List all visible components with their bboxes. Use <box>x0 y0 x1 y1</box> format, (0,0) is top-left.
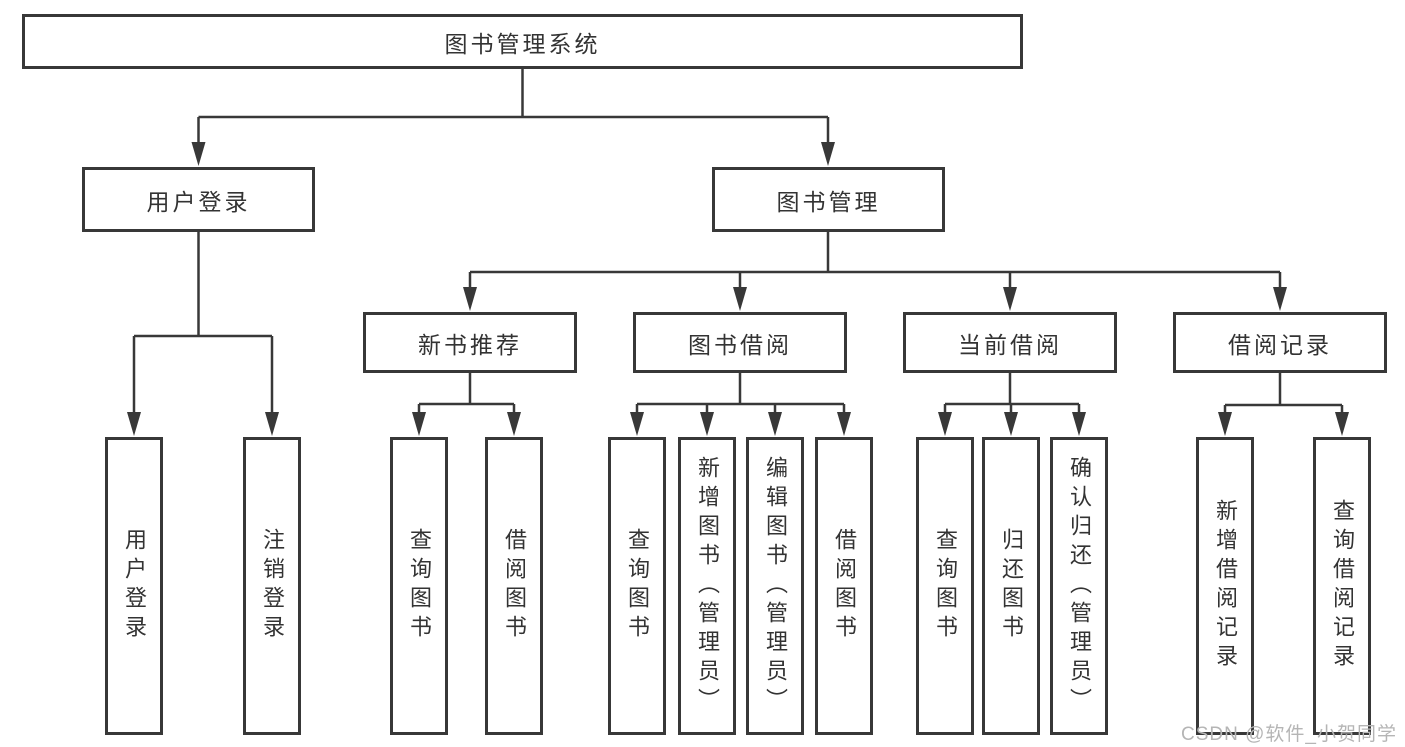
node-book-borrowing: 图书借阅 <box>633 312 847 373</box>
node-label: 查询图书 <box>625 528 650 644</box>
node-label: 新书推荐 <box>418 331 522 358</box>
leaf-borrowing-borrow-books: 借阅图书 <box>815 437 873 735</box>
node-label: 用户登录 <box>122 528 147 644</box>
node-user-login: 用户登录 <box>82 167 315 232</box>
leaf-current-confirm-return-admin: 确认归还（管理员） <box>1050 437 1108 735</box>
node-label: 新增图书（管理员） <box>695 455 720 717</box>
node-label: 注销登录 <box>260 528 285 644</box>
node-label: 查询图书 <box>933 528 958 644</box>
node-label: 新增借阅记录 <box>1213 499 1238 673</box>
node-label: 当前借阅 <box>958 331 1062 358</box>
leaf-current-return-books: 归还图书 <box>982 437 1040 735</box>
node-label: 图书借阅 <box>688 331 792 358</box>
leaf-logout-login: 注销登录 <box>243 437 301 735</box>
node-label: 编辑图书（管理员） <box>763 455 788 717</box>
node-label: 确认归还（管理员） <box>1067 455 1092 717</box>
node-book-management: 图书管理 <box>712 167 945 232</box>
node-label: 图书管理 <box>776 188 881 215</box>
leaf-borrowing-add-books-admin: 新增图书（管理员） <box>678 437 736 735</box>
node-current-borrowing: 当前借阅 <box>903 312 1117 373</box>
node-label: 查询借阅记录 <box>1330 499 1355 673</box>
node-label: 图书管理系统 <box>444 30 601 57</box>
node-new-book-recommend: 新书推荐 <box>363 312 577 373</box>
leaf-recommend-query-books: 查询图书 <box>390 437 448 735</box>
node-library-system: 图书管理系统 <box>22 14 1023 69</box>
leaf-current-query-books: 查询图书 <box>916 437 974 735</box>
node-label: 查询图书 <box>407 528 432 644</box>
node-label: 借阅记录 <box>1228 331 1332 358</box>
node-label: 借阅图书 <box>832 528 857 644</box>
watermark: CSDN @软件_小贺同学 <box>1181 724 1397 745</box>
leaf-user-login: 用户登录 <box>105 437 163 735</box>
node-label: 借阅图书 <box>502 528 527 644</box>
leaf-records-add-record: 新增借阅记录 <box>1196 437 1254 735</box>
leaf-recommend-borrow-books: 借阅图书 <box>485 437 543 735</box>
leaf-borrowing-query-books: 查询图书 <box>608 437 666 735</box>
leaf-borrowing-edit-books-admin: 编辑图书（管理员） <box>746 437 804 735</box>
node-borrow-records: 借阅记录 <box>1173 312 1387 373</box>
node-label: 用户登录 <box>146 188 251 215</box>
node-label: 归还图书 <box>999 528 1024 644</box>
leaf-records-query-record: 查询借阅记录 <box>1313 437 1371 735</box>
